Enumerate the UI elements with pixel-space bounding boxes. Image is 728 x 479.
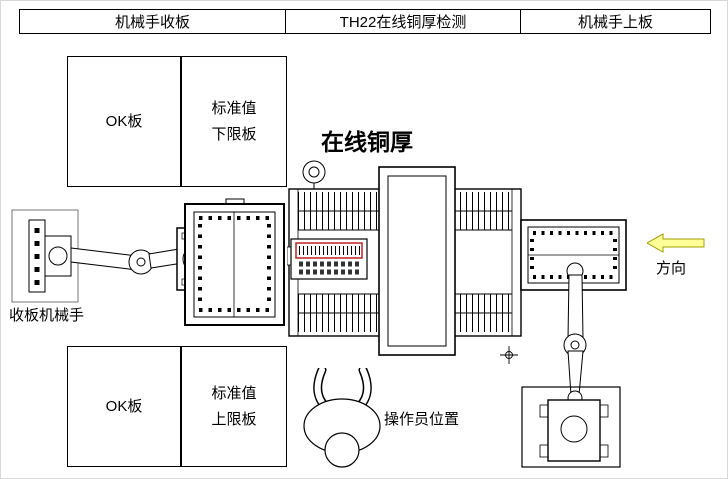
- upper-limit-box: 标准值 上限板: [181, 346, 287, 467]
- direction-arrow-icon: [647, 233, 705, 253]
- upper-limit-line1: 标准值: [211, 384, 257, 402]
- header-cell-load-robot: 机械手上板: [520, 9, 711, 34]
- lower-limit-box: 标准值 下限板: [181, 56, 287, 187]
- operator-figure: [303, 368, 381, 468]
- lower-limit-line1: 标准值: [211, 99, 257, 117]
- ok-board-bottom-label: OK板: [105, 397, 143, 415]
- operator-position-label: 操作员位置: [384, 411, 460, 428]
- ok-board-top-box: OK板: [67, 56, 181, 187]
- ok-board-top-label: OK板: [105, 112, 143, 130]
- direction-label: 方向: [656, 260, 687, 277]
- header-label-collect: 机械手收板: [114, 14, 190, 31]
- header-cell-detection: TH22在线铜厚检测: [285, 9, 521, 34]
- load-board-stack-drawing: [520, 219, 627, 291]
- collect-robot-label: 收板机械手: [9, 307, 85, 324]
- ok-board-bottom-box: OK板: [67, 346, 181, 467]
- header-cell-collect-robot: 机械手收板: [19, 9, 286, 34]
- load-robot-drawing: [521, 262, 621, 468]
- header-label-load: 机械手上板: [577, 14, 653, 31]
- inspection-machine-drawing: [287, 160, 522, 364]
- header-label-detection: TH22在线铜厚检测: [339, 14, 467, 31]
- upper-limit-line2: 上限板: [211, 410, 257, 428]
- fixture-plate-drawing: [184, 198, 285, 326]
- machine-title: 在线铜厚: [321, 129, 413, 155]
- lower-limit-line2: 下限板: [211, 125, 257, 143]
